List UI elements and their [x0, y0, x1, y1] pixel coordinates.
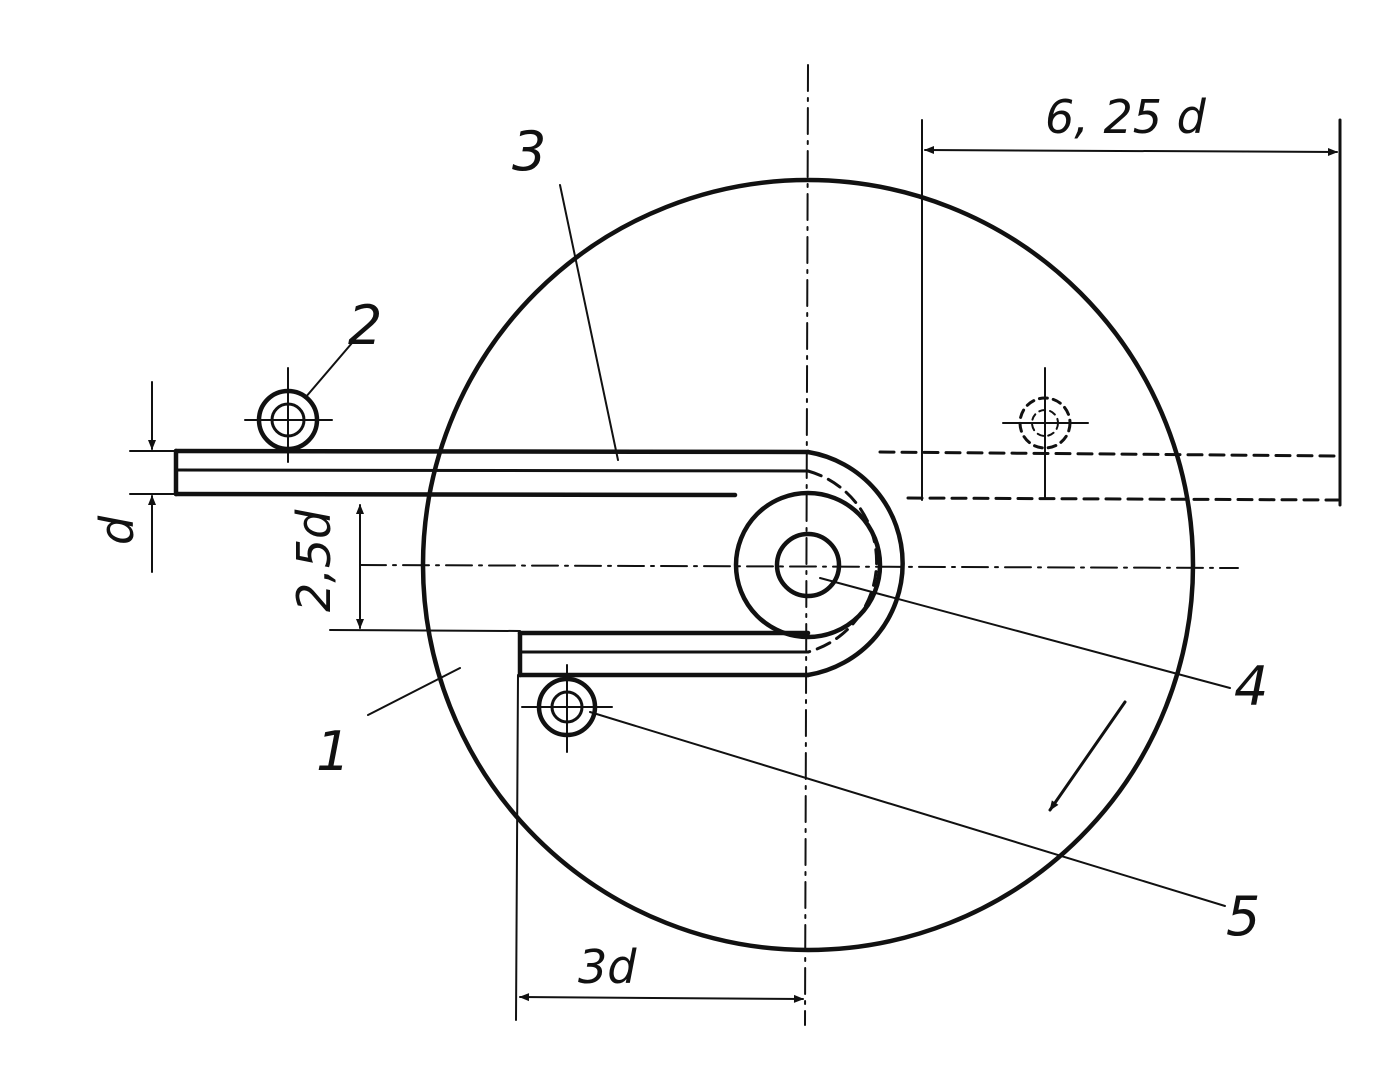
label-part-3: 3: [512, 120, 546, 183]
dim-label-3d: 3d: [578, 940, 637, 994]
pin-2: [244, 367, 333, 463]
hub: [733, 490, 883, 640]
leader-lines: [304, 184, 1231, 907]
label-part-4: 4: [1234, 655, 1268, 718]
hidden-pin: [1002, 367, 1089, 498]
vertical-center-line: [804, 64, 809, 1026]
dimension-d: [129, 381, 177, 573]
dimension-6-25d: [921, 118, 1342, 507]
dim-label-d: d: [90, 515, 144, 545]
upper-strip: [173, 448, 811, 498]
label-part-1: 1: [316, 720, 350, 783]
pin-5: [521, 664, 613, 753]
label-part-5: 5: [1226, 885, 1260, 948]
label-part-2: 2: [348, 294, 382, 357]
rotation-arrow: [1048, 700, 1127, 812]
lower-strip: [517, 630, 811, 678]
horizontal-center-line: [359, 564, 1239, 569]
dimension-2-5d: [329, 504, 521, 632]
dimension-3d: [515, 674, 804, 1021]
dashed-continuation: [878, 450, 1340, 502]
dim-label-2-5d: 2,5d: [287, 509, 341, 612]
dim-label-6-25d: 6, 25 d: [1045, 90, 1207, 144]
u-bend: [805, 449, 905, 678]
